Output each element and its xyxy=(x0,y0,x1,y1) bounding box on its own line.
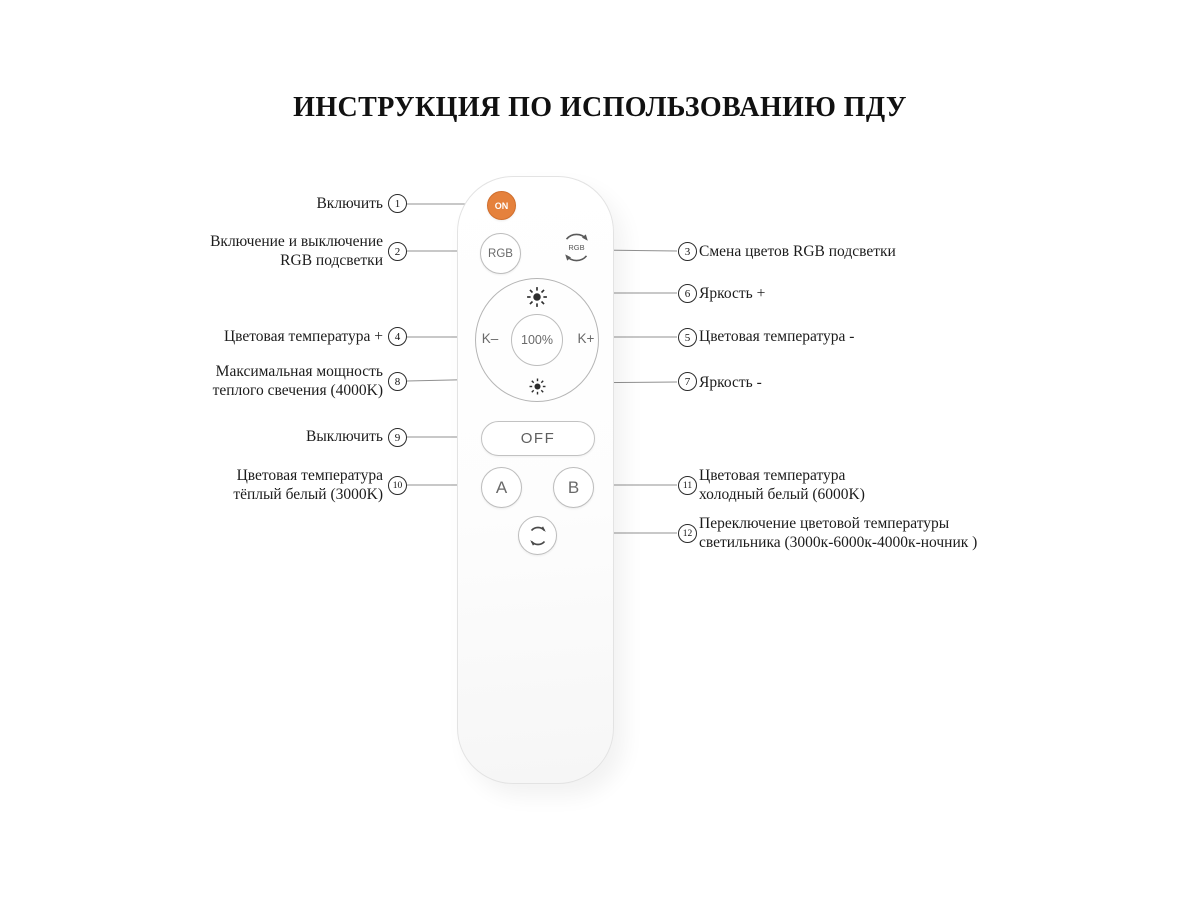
on-button: ON xyxy=(487,191,516,220)
temperature-cycle-button xyxy=(518,516,557,555)
page-title: ИНСТРУКЦИЯ ПО ИСПОЛЬЗОВАНИЮ ПДУ xyxy=(293,92,907,123)
off-button: OFF xyxy=(481,421,595,456)
on-button-label: ON xyxy=(494,200,509,211)
callout-4: 4 xyxy=(388,327,407,346)
label-rgb-toggle: Включение и выключение RGB подсветки xyxy=(210,233,383,269)
rgb-button-label: RGB xyxy=(488,247,513,260)
a-button: A xyxy=(481,467,522,508)
brightness-up-icon xyxy=(526,286,548,308)
label-brightness-minus: Яркость - xyxy=(699,374,762,391)
b-button: B xyxy=(553,467,594,508)
label-warm-white: Цветовая температура тёплый белый (3000K… xyxy=(233,467,383,503)
full-power-button: 100% xyxy=(511,314,563,366)
k-plus-label: K+ xyxy=(577,331,595,346)
label-max-warm-power: Максимальная мощность теплого свечения (… xyxy=(212,363,383,399)
callout-3: 3 xyxy=(678,242,697,261)
label-cold-white: Цветовая температура холодный белый (600… xyxy=(699,467,865,503)
temperature-brightness-ring xyxy=(475,278,599,402)
label-power-on: Включить xyxy=(316,195,383,212)
rgb-color-cycle-icon: RGB xyxy=(556,227,597,268)
rgb-cycle-label: RGB xyxy=(568,243,584,252)
callout-9: 9 xyxy=(388,428,407,447)
label-color-temp-minus: Цветовая температура - xyxy=(699,328,855,345)
callout-8: 8 xyxy=(388,372,407,391)
rgb-toggle-button: RGB xyxy=(480,233,521,274)
off-button-label: OFF xyxy=(520,430,556,447)
a-button-label: A xyxy=(495,477,508,497)
label-power-off: Выключить xyxy=(306,428,383,445)
callout-12: 12 xyxy=(678,524,697,543)
cycle-arrows-icon xyxy=(529,525,546,546)
callout-5: 5 xyxy=(678,328,697,347)
k-minus-label: K– xyxy=(481,331,499,346)
callout-11: 11 xyxy=(678,476,697,495)
callout-10: 10 xyxy=(388,476,407,495)
callout-2: 2 xyxy=(388,242,407,261)
label-rgb-color-change: Смена цветов RGB подсветки xyxy=(699,243,896,260)
label-brightness-plus: Яркость + xyxy=(699,285,766,302)
label-temp-cycle: Переключение цветовой температуры светил… xyxy=(699,515,978,551)
brightness-down-icon xyxy=(528,377,547,396)
callout-7: 7 xyxy=(678,372,697,391)
callout-1: 1 xyxy=(388,194,407,213)
full-power-label: 100% xyxy=(521,333,553,347)
label-color-temp-plus: Цветовая температура + xyxy=(223,328,383,345)
callout-6: 6 xyxy=(678,284,697,303)
remote-control-body: ON RGB RGB xyxy=(457,176,614,784)
b-button-label: B xyxy=(567,477,580,497)
